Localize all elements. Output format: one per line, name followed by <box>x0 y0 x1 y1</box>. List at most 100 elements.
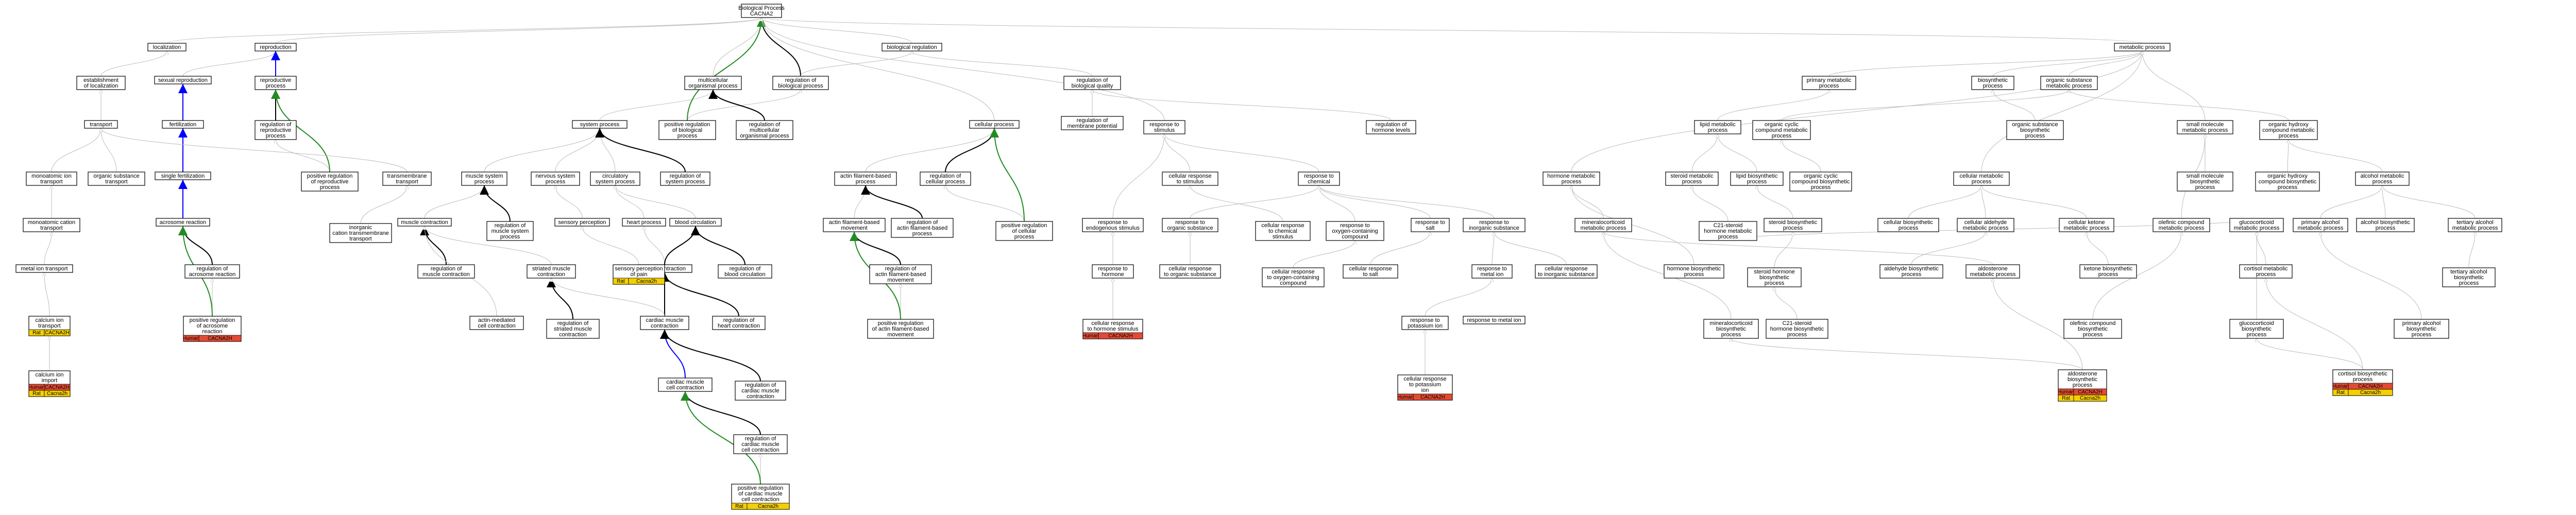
term-node-cellproc[interactable]: cellular process <box>969 120 1020 129</box>
term-node-repr[interactable]: reproduction <box>255 43 297 52</box>
term-node-heartproc[interactable]: heart process <box>622 218 666 227</box>
term-node-sexrep[interactable]: sexual reproduction <box>154 76 212 84</box>
term-node-metab[interactable]: metabolic process <box>2114 43 2171 52</box>
term-node-bioreg[interactable]: biological regulation <box>882 43 942 52</box>
term-node-sensper[interactable]: sensory perception <box>554 218 610 227</box>
term-node-singfert[interactable]: single fertilization <box>155 171 211 180</box>
term-node-bloodcirc[interactable]: blood circulation <box>669 218 722 227</box>
term-node-fert[interactable]: fertilization <box>162 120 204 129</box>
term-node-respmetalb[interactable]: response to metal ion <box>1463 316 1526 324</box>
term-node-acrosome[interactable]: acrosome reaction <box>156 218 210 227</box>
term-node-metalion[interactable]: metal ion transport <box>15 264 73 273</box>
term-node-sysproc[interactable]: system process <box>572 120 628 129</box>
term-node-musccont[interactable]: muscle contraction <box>397 218 452 227</box>
term-node-transport[interactable]: transport <box>84 120 118 129</box>
